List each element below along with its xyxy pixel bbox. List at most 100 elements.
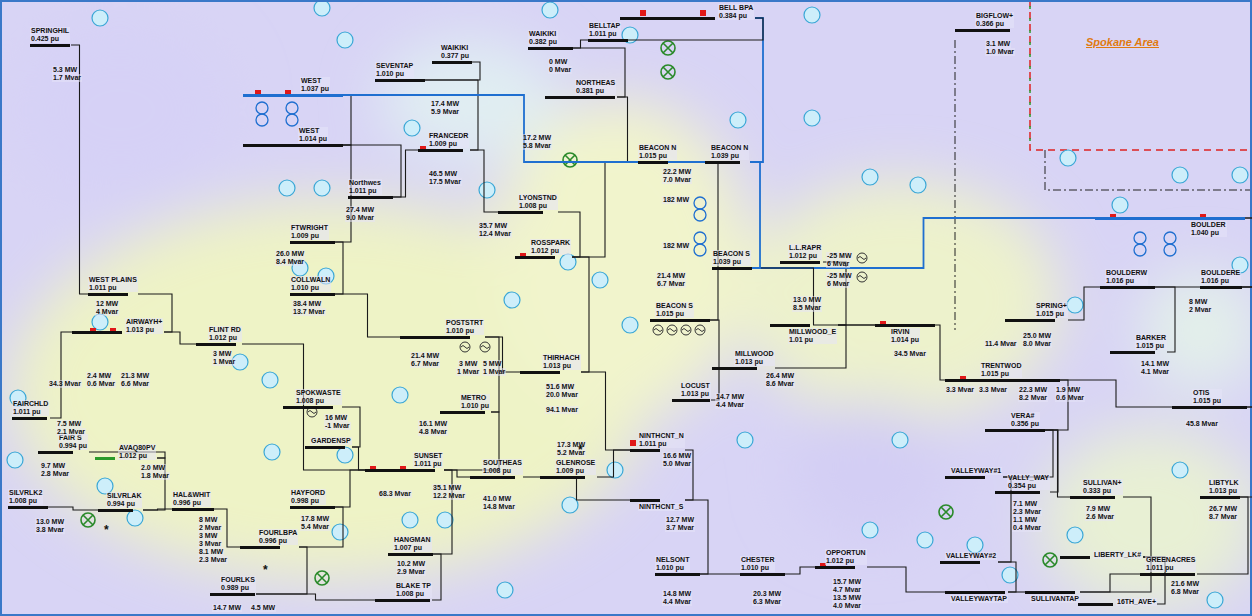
bus-node: SPRING+1.015 pu xyxy=(1005,302,1068,322)
flow-value: 7.1 MW xyxy=(1012,500,1038,508)
flow-value: 7.0 Mvar xyxy=(662,176,692,184)
flow-value: 1 Mvar xyxy=(212,358,236,366)
bus-bar xyxy=(630,499,660,502)
bus-node: VERA#0.356 pu xyxy=(985,412,1045,432)
bus-bar xyxy=(712,367,757,370)
bus-label: WAIKIKI0.382 pu xyxy=(528,30,558,46)
bus-bar xyxy=(1070,496,1115,499)
bus-voltage: 0.354 pu xyxy=(1007,482,1050,490)
transmission-line xyxy=(867,567,945,592)
bus-voltage: 1.011 pu xyxy=(413,460,443,468)
bus-bar xyxy=(515,256,555,259)
bus-voltage: 1.008 pu xyxy=(482,467,523,475)
bus-voltage: 0.356 pu xyxy=(1010,420,1040,428)
flow-value: 2 Mvar xyxy=(1188,306,1212,314)
bus-node: VALLY_WAY0.354 pu xyxy=(995,474,1050,494)
bus-name: MILLWOOD_E xyxy=(788,328,837,336)
bus-node: SEVENTAP1.010 pu xyxy=(375,62,425,82)
bus-label: AVAQ80PV1.012 pu xyxy=(118,444,156,460)
bus-voltage: 0.994 pu xyxy=(106,500,142,508)
bus-name: GREENACRES xyxy=(1145,556,1196,564)
flow-value: 1 Mvar xyxy=(456,368,480,376)
bus-label: HAL&WHIT0.996 pu xyxy=(172,491,211,507)
flow-value: 1.0 Mvar xyxy=(985,48,1015,56)
bus-bar xyxy=(470,476,515,479)
bus-node: NELSONT1.010 pu xyxy=(655,556,700,576)
flow-value: 16 MW xyxy=(324,414,348,422)
bus-bar xyxy=(780,261,820,264)
bus-node: AVAQ80PV1.012 pu xyxy=(95,444,157,460)
bus-name: POSTSTRT xyxy=(445,319,484,327)
bus-bar xyxy=(498,211,543,214)
bus-label: FRANCEDR1.009 pu xyxy=(428,132,469,148)
bus-node: GLENROSE1.009 pu xyxy=(540,459,597,479)
bus-voltage: 1.015 pu xyxy=(655,310,694,318)
bus-label: VALLEYWAY#1 xyxy=(950,467,1002,475)
bus-bar xyxy=(440,411,485,414)
bus-voltage: 1.012 pu xyxy=(118,452,156,460)
flow-value: 21.3 MW xyxy=(120,372,150,380)
bus-bar xyxy=(1095,217,1245,220)
bus-voltage: 0.333 pu xyxy=(1082,487,1123,495)
flow-value: 1 Mvar xyxy=(482,368,506,376)
flow-value: 3 MW xyxy=(212,350,232,358)
flow-value: 2.9 Mvar xyxy=(396,568,426,576)
bus-bar xyxy=(432,61,472,64)
bus-voltage: 1.010 pu xyxy=(740,564,775,572)
bus-name: VERA# xyxy=(1010,412,1040,420)
bus-label: SULLIVAN+0.333 pu xyxy=(1082,479,1123,495)
flow-value: 1.7 Mvar xyxy=(52,74,82,82)
bus-name: LIBERTY_LK# xyxy=(1093,551,1142,559)
bus-bar xyxy=(240,546,280,549)
bus-voltage: 1.010 pu xyxy=(445,327,484,335)
flow-value: 5.0 Mvar xyxy=(662,460,692,468)
bus-bar xyxy=(1025,591,1075,594)
bus-label: L.L.RAPR1.012 pu xyxy=(788,244,822,260)
transmission-line xyxy=(343,95,351,145)
transmission-line xyxy=(1123,497,1151,557)
bus-node: POSTSTRT1.010 pu xyxy=(400,319,485,339)
bus-bar xyxy=(740,573,785,576)
flow-value: 17.4 MW xyxy=(430,100,460,108)
bus-voltage: 1.016 pu xyxy=(1200,277,1241,285)
flow-value: 51.6 MW xyxy=(545,383,575,391)
flow-value: 13.0 MW xyxy=(35,518,65,526)
bus-bar xyxy=(630,449,660,452)
bus-voltage: 1.011 pu xyxy=(12,408,49,416)
bus-name: VALLEYWAY#1 xyxy=(950,467,1002,475)
bus-voltage: 1.011 pu xyxy=(588,30,621,38)
bus-voltage: 1.010 pu xyxy=(460,402,490,410)
bus-label: OTIS1.015 pu xyxy=(1192,389,1222,405)
bus-label: WEST1.014 pu xyxy=(298,127,328,143)
bus-voltage: 1.013 pu xyxy=(734,358,775,366)
flow-value: 12 MW xyxy=(95,300,119,308)
transmission-line xyxy=(1242,218,1252,287)
transmission-line xyxy=(50,332,72,418)
bus-name: BEACON N xyxy=(710,144,749,152)
flow-value: -25 MW xyxy=(826,272,853,280)
bus-label: WAIKIKI0.377 pu xyxy=(440,44,470,60)
transmission-line xyxy=(710,320,719,400)
bus-voltage: 1.012 pu xyxy=(208,334,242,342)
bus-bar xyxy=(588,39,628,42)
transmission-line xyxy=(393,150,418,197)
bus-name: BOULDERW xyxy=(1105,269,1148,277)
bus-bar xyxy=(1100,286,1155,289)
bus-voltage: 1.015 pu xyxy=(980,370,1022,378)
flow-value: 16.1 MW xyxy=(418,420,448,428)
bus-node: WEST1.014 pu xyxy=(243,127,343,147)
bus-voltage: 1.008 pu xyxy=(395,590,432,598)
bus-bar xyxy=(1078,603,1113,606)
bus-label: BARKER1.015 pu xyxy=(1135,334,1167,350)
flow-value: 6.7 Mvar xyxy=(656,280,686,288)
bus-bar xyxy=(196,343,236,346)
bus-bar xyxy=(940,561,980,564)
bus-label: BEACON N1.015 pu xyxy=(638,144,677,160)
flow-value: 8.1 MW xyxy=(198,548,224,556)
bus-label: 16TH_AVE+ xyxy=(1116,598,1157,606)
bus-voltage: 1.009 pu xyxy=(428,140,469,148)
bus-label: IRVIN1.014 pu xyxy=(890,328,920,344)
bus-label: CHESTER1.010 pu xyxy=(740,556,775,572)
bus-name: SPRINGHIL xyxy=(30,27,70,35)
bus-voltage: 1.008 pu xyxy=(295,397,342,405)
